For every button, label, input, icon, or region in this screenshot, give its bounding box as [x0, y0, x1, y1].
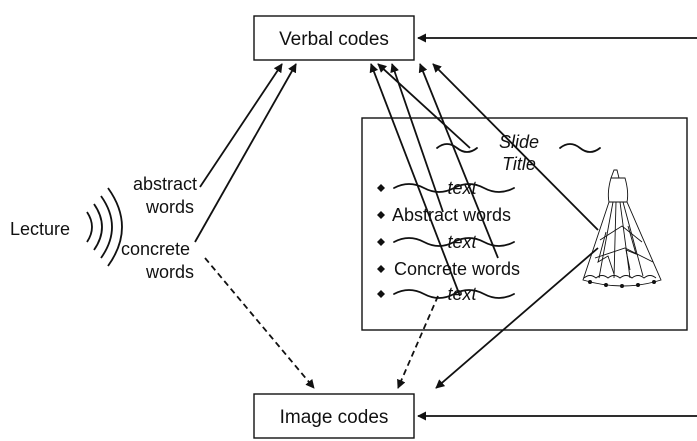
- dress-illustration-icon: [582, 169, 662, 288]
- abstract-words-label: abstract words: [133, 174, 197, 217]
- text-wave-icon: [393, 289, 515, 299]
- bullet-diamond-icon: [377, 184, 385, 192]
- bullet-diamond-icon: [377, 238, 385, 246]
- abstract-label-line-1: abstract: [133, 174, 197, 194]
- bullet-diamond-icon: [377, 265, 385, 273]
- arrow-abstract-to-verbal: [199, 63, 283, 188]
- bullet-diamond-icon: [377, 290, 385, 298]
- bullet-item-abstract-words: Abstract words: [377, 205, 511, 225]
- image-codes-node: Image codes: [253, 393, 415, 439]
- slide-title-line-1: Slide: [499, 132, 539, 152]
- lecture-source: Lecture: [10, 187, 123, 267]
- arrow-abstract-bullet-to-verbal: [390, 63, 444, 213]
- slide-bullet-list: text Abstract words text Concrete words …: [377, 178, 520, 304]
- bullet-text: Abstract words: [392, 205, 511, 225]
- arrow-dress-to-verbal: [432, 63, 599, 231]
- title-wave-right-icon: [559, 143, 601, 153]
- concrete-words-label: concrete words: [121, 239, 194, 282]
- verbal-codes-node: Verbal codes: [253, 15, 415, 61]
- arrow-text-bullet-to-image: [397, 295, 439, 389]
- slide-frame: [361, 117, 688, 331]
- bullet-item-text-1: text: [377, 178, 515, 198]
- bullet-diamond-icon: [377, 211, 385, 219]
- arrow-concrete-to-verbal: [194, 63, 297, 243]
- bullet-text: text: [447, 232, 477, 252]
- text-wave-icon: [393, 183, 515, 193]
- arrow-slide-title-to-verbal: [377, 63, 471, 149]
- arrow-concrete-to-image: [204, 257, 315, 389]
- arrow-concrete-bullet-to-verbal: [418, 63, 499, 259]
- slide-title-line-2: Title: [502, 154, 536, 174]
- verbal-codes-label: Verbal codes: [279, 29, 389, 50]
- lecture-label: Lecture: [10, 219, 70, 239]
- bullet-text: text: [447, 178, 477, 198]
- sound-waves-icon: [86, 187, 123, 267]
- bullet-text: text: [447, 284, 477, 304]
- arrow-text-bullet-to-verbal: [369, 63, 461, 297]
- concrete-label-line-2: words: [145, 262, 194, 282]
- title-wave-left-icon: [436, 143, 478, 153]
- arrow-dress-to-image: [435, 247, 599, 389]
- concrete-label-line-1: concrete: [121, 239, 190, 259]
- bullet-item-text-3: text: [377, 284, 515, 304]
- image-codes-label: Image codes: [280, 407, 389, 428]
- bullet-item-concrete-words: Concrete words: [377, 259, 520, 279]
- bullet-text: Concrete words: [394, 259, 520, 279]
- abstract-label-line-2: words: [145, 197, 194, 217]
